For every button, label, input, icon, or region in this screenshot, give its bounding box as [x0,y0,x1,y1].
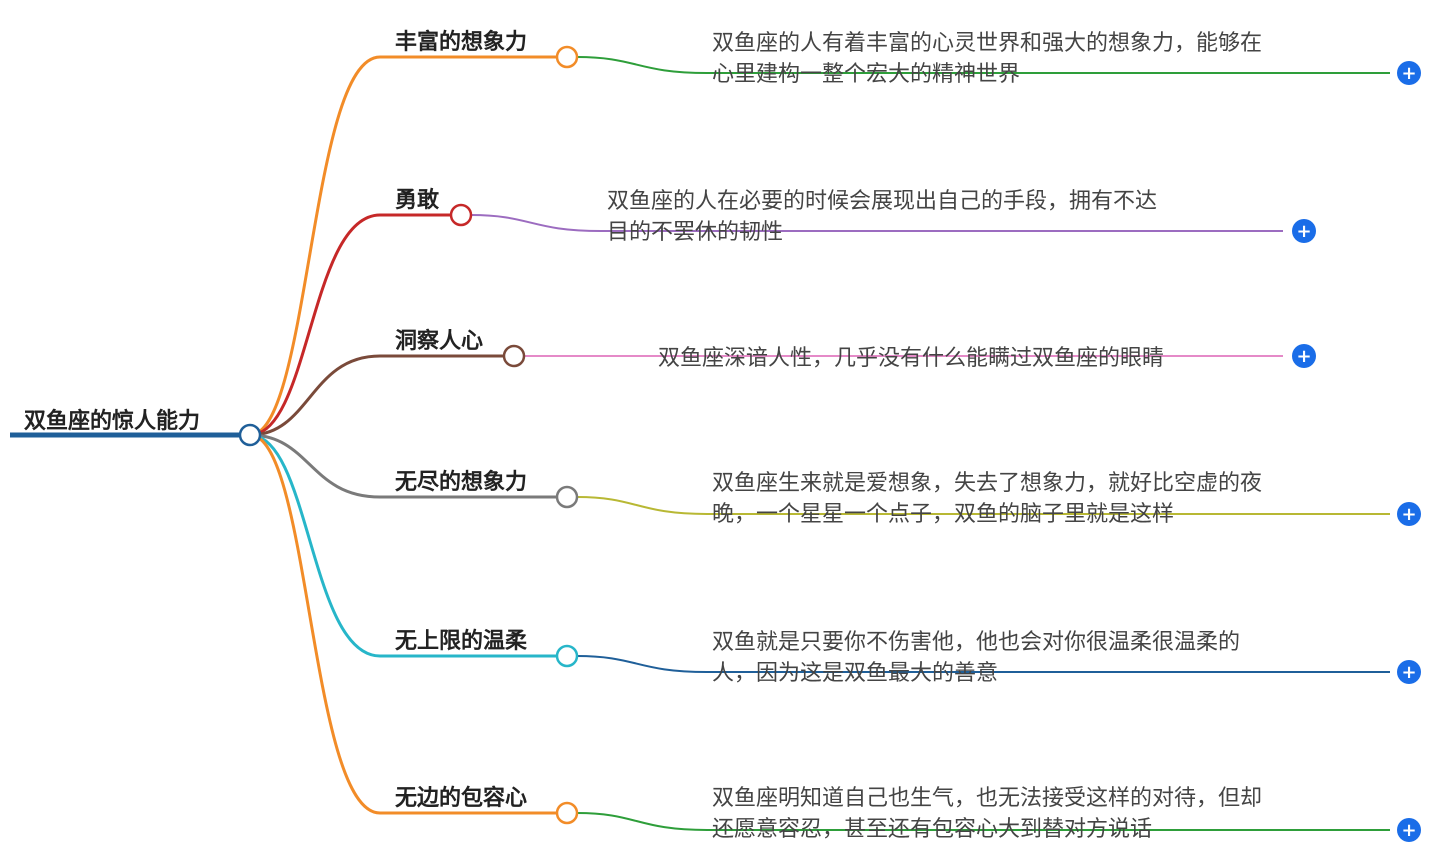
svg-text:+: + [1401,820,1416,841]
leaf-connector [470,214,1283,232]
branch-node[interactable] [555,45,579,69]
leaf-connector [576,812,1390,831]
branch-label[interactable]: 无上限的温柔 [395,628,528,654]
branch-connector [249,354,504,437]
leaf-text-line[interactable]: 双鱼座深谙人性，几乎没有什么能瞒过双鱼座的眼睛 [658,346,1164,371]
leaf-text-line[interactable]: 人，因为这是双鱼最大的善意 [712,661,998,686]
branch-node[interactable] [555,485,579,509]
branch-connector [249,213,451,437]
leaf-text-line[interactable]: 目的不罢休的韧性 [607,220,783,245]
branch-node[interactable] [555,644,579,668]
svg-text:+: + [1401,504,1416,525]
branch-label[interactable]: 无边的包容心 [395,785,527,811]
branch-label[interactable]: 无尽的想象力 [395,469,527,495]
plus-icon[interactable]: + [1397,61,1421,85]
svg-text:+: + [1401,63,1416,84]
branch-connector [249,433,557,499]
branch: 无边的包容心 双鱼座明知道自己也生气，也无法接受这样的对待，但却还愿意容忍，甚至还… [249,433,1421,842]
leaf-text-line[interactable]: 双鱼座的人有着丰富的心灵世界和强大的想象力，能够在 [712,31,1262,56]
branch-connector [249,55,557,437]
leaf-connector [576,496,1390,515]
branch-label[interactable]: 丰富的想象力 [395,29,527,55]
leaf-text-line[interactable]: 双鱼就是只要你不伤害他，他也会对你很温柔很温柔的 [712,630,1240,655]
branch: 丰富的想象力 双鱼座的人有着丰富的心灵世界和强大的想象力，能够在心里建构一整个宏大… [249,29,1421,437]
plus-icon[interactable]: + [1397,660,1421,684]
svg-text:+: + [1401,662,1416,683]
leaf-connector [576,56,1390,74]
branch-connector [249,433,557,815]
svg-text:+: + [1296,346,1311,367]
branch-label[interactable]: 勇敢 [395,187,440,213]
leaf-connector [576,655,1390,673]
branch: 无尽的想象力 双鱼座生来就是爱想象，失去了想象力，就好比空虚的夜晚，一个星星一个点… [249,433,1421,527]
branch: 无上限的温柔 双鱼就是只要你不伤害他，他也会对你很温柔很温柔的人，因为这是双鱼最大… [249,433,1421,686]
plus-icon[interactable]: + [1292,219,1316,243]
root-node[interactable] [238,423,262,447]
branch-node[interactable] [449,203,473,227]
branch-node[interactable] [502,344,526,368]
leaf-text-line[interactable]: 晚，一个星星一个点子，双鱼的脑子里就是这样 [712,502,1174,527]
leaf-text-line[interactable]: 心里建构一整个宏大的精神世界 [712,62,1020,87]
svg-text:+: + [1296,221,1311,242]
plus-icon[interactable]: + [1397,818,1421,842]
plus-icon[interactable]: + [1292,344,1316,368]
leaf-text-line[interactable]: 还愿意容忍，甚至还有包容心大到替对方说话 [712,817,1152,842]
leaf-text-line[interactable]: 双鱼座的人在必要的时候会展现出自己的手段，拥有不达 [607,189,1157,214]
plus-icon[interactable]: + [1397,502,1421,526]
branch-connector [249,433,557,658]
branch-node[interactable] [555,801,579,825]
root-label[interactable]: 双鱼座的惊人能力 [24,408,200,434]
branch-label[interactable]: 洞察人心 [395,328,483,354]
leaf-text-line[interactable]: 双鱼座明知道自己也生气，也无法接受这样的对待，但却 [712,786,1262,811]
leaf-text-line[interactable]: 双鱼座生来就是爱想象，失去了想象力，就好比空虚的夜 [712,471,1262,496]
